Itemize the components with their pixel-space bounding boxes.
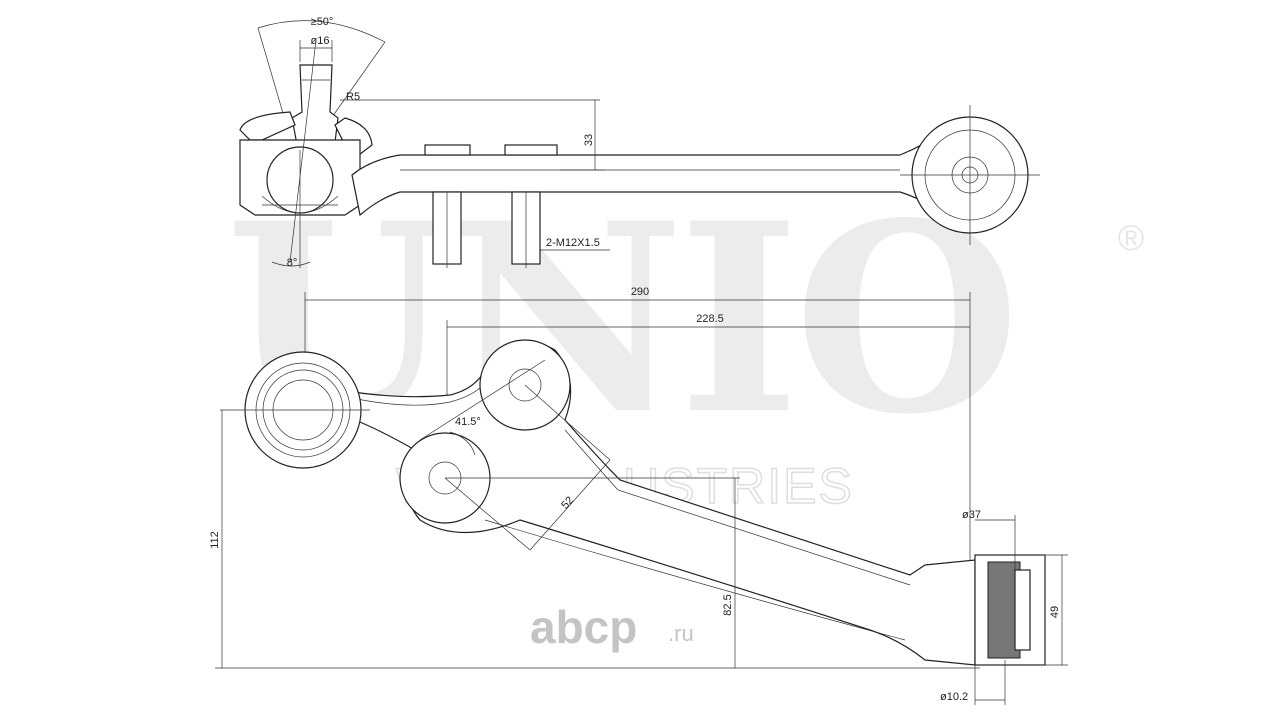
ball-pin bbox=[291, 64, 339, 151]
angle-leg-right bbox=[329, 41, 386, 121]
angle-arc-top bbox=[257, 20, 386, 43]
mount-plate-2 bbox=[504, 144, 558, 156]
dim-height-33: 33 bbox=[583, 134, 595, 146]
dim-leg-52-b bbox=[524, 384, 611, 461]
arm-inner-edge-3 bbox=[484, 519, 906, 641]
dim-tilt-angle: 8° bbox=[287, 257, 298, 269]
abcp-logo-tld: .ru bbox=[668, 621, 694, 646]
arm-inner-edge-2 bbox=[564, 429, 911, 586]
dim-angle-top: ≥50° bbox=[311, 16, 334, 28]
dim-line-52 bbox=[529, 459, 611, 551]
dim-height-82-5: 82.5 bbox=[722, 594, 734, 615]
dim-ball-pin-diameter: ø16 bbox=[311, 35, 330, 47]
abcp-logo: abcp .ru bbox=[530, 601, 694, 653]
tilt-arc bbox=[271, 261, 311, 267]
mount-plate-1 bbox=[424, 144, 471, 156]
angle-arc-41 bbox=[449, 431, 476, 456]
dim-stud-thread: 2-M12X1.5 bbox=[546, 237, 600, 249]
plan-view: 290 228.5 52 41.5° 112 bbox=[209, 286, 1068, 705]
dim-bush-outer: ø37 bbox=[962, 509, 981, 521]
abcp-logo-text: abcp bbox=[530, 601, 637, 653]
dim-height-112: 112 bbox=[209, 531, 221, 549]
stud-center-line bbox=[419, 359, 546, 441]
dim-leg-52-a bbox=[444, 477, 531, 551]
dim-angle-41-5: 41.5° bbox=[455, 416, 481, 428]
watermark-registered-mark: ® bbox=[1118, 217, 1145, 258]
dim-length-290: 290 bbox=[631, 286, 649, 298]
dust-boot-right bbox=[334, 117, 373, 159]
dust-boot-left bbox=[239, 111, 296, 141]
tilt-axis bbox=[289, 39, 317, 263]
stud-hole-1 bbox=[508, 368, 542, 402]
top-view: ≥50° ø16 R5 8° 2- bbox=[239, 16, 1040, 269]
rear-bushing-sleeve bbox=[1014, 569, 1031, 651]
dim-radius: R5 bbox=[346, 91, 360, 103]
dim-length-228-5: 228.5 bbox=[696, 313, 724, 325]
dim-bush-inner: ø10.2 bbox=[940, 691, 968, 703]
dim-bush-width: 49 bbox=[1049, 606, 1061, 618]
angle-leg-left bbox=[257, 27, 286, 121]
